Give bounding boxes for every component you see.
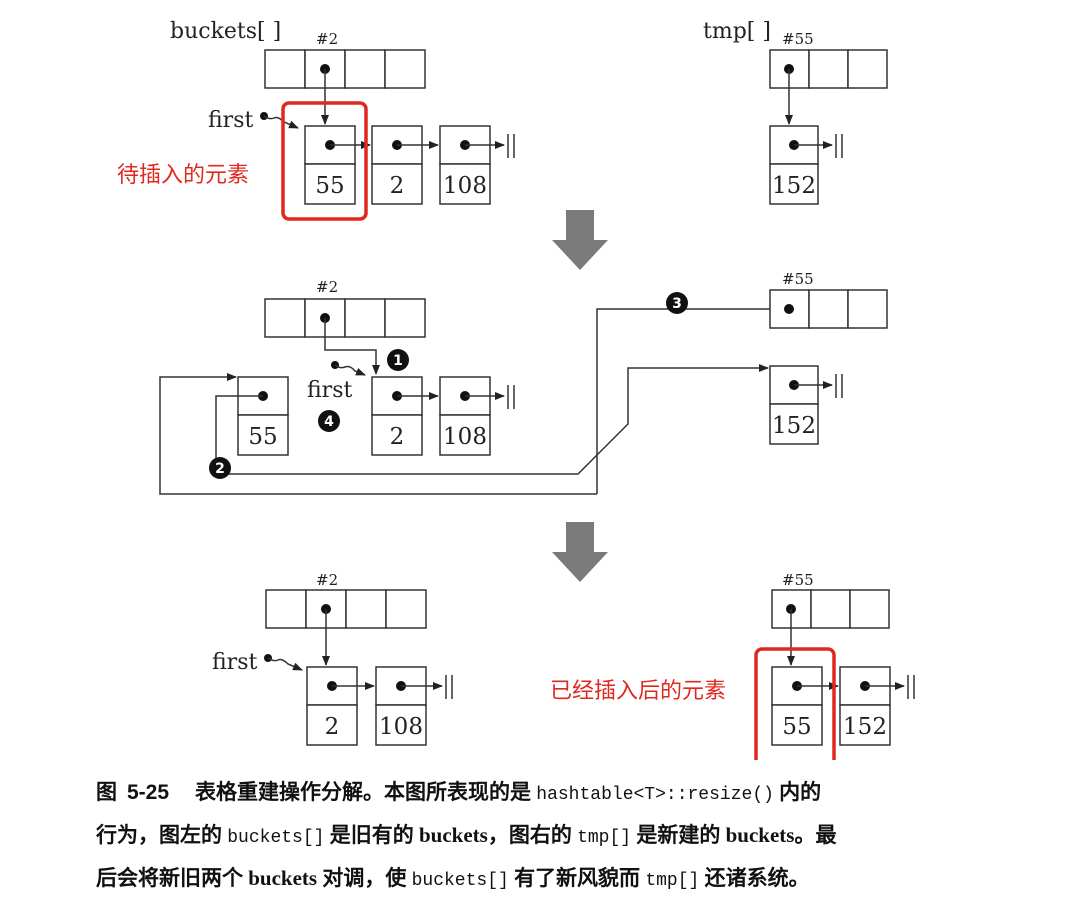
note-to-insert: 待插入的元素 (117, 163, 249, 188)
code-buckets: buckets[] (227, 828, 325, 848)
code-tmp: tmp[] (577, 828, 632, 848)
node-108: 108 (439, 125, 515, 205)
bucket-2-tag: #2 (316, 278, 338, 296)
first-label: first (208, 108, 253, 133)
bucket-55-tag: #55 (782, 571, 814, 589)
node-108: 108 (375, 666, 453, 746)
highlight-box-to-insert (281, 101, 368, 221)
caption-line-1: 图 5-25 表格重建操作分解。本图所表现的是 hashtable<T>::resi… (96, 772, 1016, 815)
node-108: 108 (439, 376, 515, 456)
step-3-badge: 3 (666, 292, 688, 314)
node-152: 152 (839, 666, 915, 746)
first-label: first (212, 650, 257, 675)
step-1-badge: 1 (387, 349, 409, 371)
note-inserted: 已经插入后的元素 (550, 679, 726, 704)
node-2-value: 2 (390, 173, 405, 199)
node-152: 152 (769, 125, 843, 205)
node-55-value: 55 (782, 714, 811, 740)
node-152-value: 152 (843, 714, 887, 740)
stage-3: #2 first 2 108 #55 (212, 571, 915, 760)
caption-text: 表格重建操作分解。本图所表现的是 (195, 780, 532, 804)
tmp-label: tmp[ ] (703, 19, 771, 44)
first-label: first (307, 378, 352, 403)
node-55-value: 55 (248, 424, 277, 450)
node-108-value: 108 (379, 714, 423, 740)
node-2-value: 2 (390, 424, 405, 450)
buckets-label: buckets[ ] (170, 19, 281, 44)
node-152: 152 (769, 365, 843, 445)
highlight-box-inserted (754, 647, 836, 760)
node-2: 2 (371, 125, 439, 205)
caption-text: 行为，图左的 (96, 823, 222, 847)
code-buckets: buckets[] (411, 871, 509, 891)
node-2: 2 (306, 666, 375, 746)
node-152-value: 152 (772, 413, 816, 439)
step-4-number: 4 (324, 414, 334, 430)
tmp-array (769, 49, 888, 125)
bucket-55-tag: #55 (782, 30, 814, 48)
buckets-array (265, 589, 427, 666)
node-108-value: 108 (443, 424, 487, 450)
down-arrow-icon (552, 522, 608, 582)
buckets-array (264, 49, 426, 125)
step-3-number: 3 (672, 296, 682, 312)
stage-2: #2 1 first 4 55 (159, 270, 888, 495)
step-1-number: 1 (393, 353, 403, 369)
stage-1: buckets[ ] #2 first 55 2 (117, 19, 888, 221)
figure-number: 5-25 (127, 781, 170, 804)
node-152-value: 152 (772, 173, 816, 199)
step-2-badge: 2 (209, 457, 231, 479)
caption-text: 有了新风貌而 (514, 866, 641, 890)
code-resize: hashtable<T>::resize() (536, 785, 774, 805)
figure-label: 图 (96, 781, 117, 804)
node-55: 55 (304, 125, 371, 205)
bucket-2-tag: #2 (316, 30, 338, 48)
down-arrow-icon (552, 210, 608, 270)
bucket-2-tag: #2 (316, 571, 338, 589)
caption-text: 后会将新旧两个 buckets 对调，使 (96, 866, 407, 890)
bucket-55-tag: #55 (782, 270, 814, 288)
caption-line-3: 后会将新旧两个 buckets 对调，使 buckets[] 有了新风貌而 tm… (96, 858, 1016, 901)
caption-text: 还诸系统。 (704, 866, 810, 890)
step-4-badge: 4 (318, 410, 340, 432)
tmp-array (769, 289, 888, 329)
node-55-value: 55 (315, 173, 344, 199)
node-2-value: 2 (325, 714, 340, 740)
caption-text: 内的 (779, 780, 822, 804)
buckets-array (264, 298, 426, 375)
node-2: 2 (371, 376, 439, 456)
figure-caption: 图 5-25 表格重建操作分解。本图所表现的是 hashtable<T>::resi… (96, 772, 1016, 901)
code-tmp: tmp[] (645, 871, 700, 891)
tmp-array (771, 589, 890, 666)
hashtable-resize-diagram: buckets[ ] #2 first 55 2 (117, 19, 915, 760)
caption-text: 是旧有的 buckets，图右的 (329, 823, 572, 847)
node-108-value: 108 (443, 173, 487, 199)
caption-text: 是新建的 buckets。最 (636, 823, 837, 847)
node-55: 55 (771, 666, 839, 746)
step-2-number: 2 (215, 461, 225, 477)
caption-line-2: 行为，图左的 buckets[] 是旧有的 buckets，图右的 tmp[] … (96, 815, 1016, 858)
node-55: 55 (237, 376, 289, 456)
